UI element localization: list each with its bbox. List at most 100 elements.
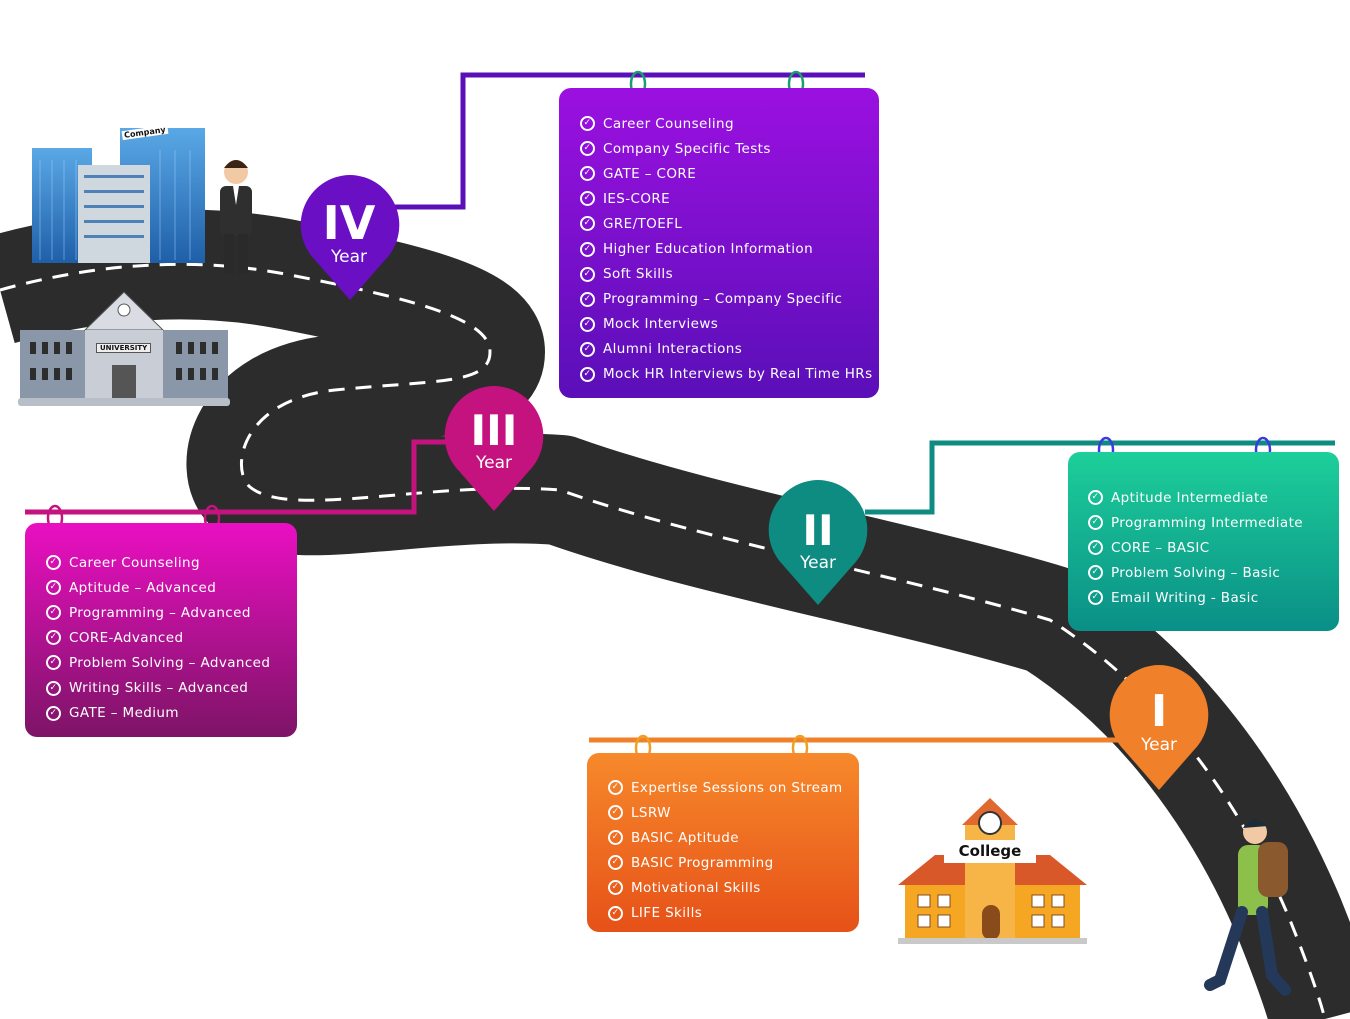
checklist-item-label: Aptitude Intermediate	[1111, 489, 1269, 506]
checklist-item-label: Writing Skills – Advanced	[69, 680, 249, 697]
check-circle-icon: ✓	[46, 680, 61, 696]
check-circle-icon: ✓	[46, 555, 61, 571]
checklist-item-label: Programming – Advanced	[69, 604, 251, 621]
check-circle-icon: ✓	[1088, 590, 1103, 606]
check-circle-icon: ✓	[1088, 540, 1103, 556]
year-iv-card: ✓Career Counseling✓Company Specific Test…	[559, 88, 879, 398]
checklist-item-label: Expertise Sessions on Stream	[631, 779, 843, 796]
year-iii-numeral: III	[470, 406, 518, 455]
check-circle-icon: ✓	[46, 580, 61, 596]
check-circle-icon: ✓	[580, 191, 595, 207]
checklist-item-label: GATE – Medium	[69, 705, 179, 722]
checklist-item: ✓ CORE – BASIC	[1088, 535, 1339, 560]
checklist-item-label: Career Counseling	[69, 554, 200, 571]
checklist-item: ✓ Aptitude – Advanced	[46, 575, 297, 600]
checklist-item: ✓ GATE – CORE	[580, 161, 879, 186]
checklist-item-label: Aptitude – Advanced	[69, 579, 217, 596]
checklist-item-label: LSRW	[631, 804, 671, 821]
checklist-item: ✓ LIFE Skills	[608, 900, 859, 925]
checklist-item-label: LIFE Skills	[631, 905, 703, 922]
checklist-item-label: CORE – BASIC	[1111, 539, 1210, 556]
checklist-item: ✓Programming – Advanced	[46, 600, 297, 625]
year-i-badge: I Year	[1109, 690, 1209, 754]
check-circle-icon: ✓	[580, 316, 595, 332]
checklist-item: ✓ Career Counseling	[580, 111, 879, 136]
check-circle-icon: ✓	[1088, 565, 1103, 581]
check-circle-icon: ✓	[46, 630, 61, 646]
check-circle-icon: ✓	[580, 341, 595, 357]
checklist-item: ✓ GATE – Medium	[46, 701, 297, 726]
check-circle-icon: ✓	[580, 116, 595, 132]
year-iii-card: ✓Career Counseling✓Aptitude – Advanced✓P…	[25, 523, 297, 737]
year-ii-badge: II Year	[768, 510, 868, 572]
year-ii-items: ✓ Aptitude Intermediate ✓ Programming Inter…	[1088, 485, 1339, 610]
check-circle-icon: ✓	[580, 241, 595, 257]
check-circle-icon: ✓	[608, 830, 623, 846]
university-building	[18, 291, 230, 406]
check-circle-icon: ✓	[608, 880, 623, 896]
checklist-item: ✓ LSRW	[608, 800, 859, 825]
checklist-item: ✓ Writing Skills – Advanced	[46, 675, 297, 700]
checklist-item-label: GRE/TOEFL	[603, 215, 683, 232]
university-sign: UNIVERSITY	[96, 343, 152, 353]
checklist-item: ✓Alumni Interactions	[580, 337, 879, 362]
checklist-item: ✓ IES-CORE	[580, 186, 879, 211]
year-i-numeral: I	[1150, 686, 1168, 737]
year-i-card: ✓ Expertise Sessions on Stream ✓ LSRW ✓BASIC…	[587, 753, 859, 932]
check-circle-icon: ✓	[1088, 490, 1103, 506]
checklist-item-label: Mock HR Interviews by Real Time HRs	[603, 366, 873, 383]
year-iii-badge: III Year	[444, 410, 544, 472]
year-ii-numeral: II	[802, 506, 834, 555]
year-iv-numeral: IV	[322, 196, 376, 250]
checklist-item-label: Motivational Skills	[631, 879, 761, 896]
checklist-item: ✓Soft Skills	[580, 262, 879, 287]
checklist-item: ✓Problem Solving – Advanced	[46, 650, 297, 675]
year-ii-card: ✓ Aptitude Intermediate ✓ Programming Inter…	[1068, 452, 1339, 631]
check-circle-icon: ✓	[580, 166, 595, 182]
checklist-item: ✓ Aptitude Intermediate	[1088, 485, 1339, 510]
year-iv-items: ✓Career Counseling✓Company Specific Test…	[580, 111, 879, 387]
checklist-item-label: Email Writing - Basic	[1111, 589, 1259, 606]
checklist-item-label: Higher Education Information	[603, 241, 814, 258]
year-ii-label: Year	[800, 553, 836, 573]
college-sign: College	[944, 840, 1036, 863]
year-iv-label: Year	[331, 247, 367, 267]
check-circle-icon: ✓	[580, 366, 595, 382]
checklist-item-label: Career Counseling	[603, 115, 734, 132]
student-figure	[1204, 819, 1291, 996]
checklist-item-label: Company Specific Tests	[603, 140, 771, 157]
checklist-item-label: Problem Solving – Basic	[1111, 564, 1281, 581]
connectors	[25, 72, 1335, 743]
checklist-item-label: CORE-Advanced	[69, 629, 184, 646]
checklist-item-label: Mock Interviews	[603, 316, 719, 333]
checklist-item-label: Programming Intermediate	[1111, 514, 1303, 531]
year-pins	[300, 175, 1209, 790]
year-i-label: Year	[1141, 735, 1177, 755]
year-i-items: ✓ Expertise Sessions on Stream ✓ LSRW ✓BASIC…	[608, 775, 859, 926]
checklist-item-label: Problem Solving – Advanced	[69, 654, 271, 671]
checklist-item: ✓BASIC Programming	[608, 850, 859, 875]
checklist-item: ✓BASIC Aptitude	[608, 825, 859, 850]
company-buildings	[32, 128, 205, 263]
checklist-item: ✓ Mock Interviews	[580, 312, 879, 337]
checklist-item: ✓ Career Counseling	[46, 550, 297, 575]
check-circle-icon: ✓	[608, 905, 623, 921]
checklist-item: ✓Programming – Company Specific	[580, 287, 879, 312]
check-circle-icon: ✓	[608, 805, 623, 821]
checklist-item: ✓ CORE-Advanced	[46, 625, 297, 650]
checklist-item: ✓ Motivational Skills	[608, 875, 859, 900]
checklist-item-label: GATE – CORE	[603, 165, 697, 182]
checklist-item: ✓Company Specific Tests	[580, 136, 879, 161]
year-iii-items: ✓Career Counseling✓Aptitude – Advanced✓P…	[46, 550, 297, 726]
check-circle-icon: ✓	[608, 855, 623, 871]
year-iv-badge: IV Year	[299, 200, 399, 266]
checklist-item-label: IES-CORE	[603, 190, 671, 207]
checklist-item-label: Soft Skills	[603, 266, 674, 283]
checklist-item: ✓ Programming Intermediate	[1088, 510, 1339, 535]
businessman-figure	[220, 160, 252, 274]
check-circle-icon: ✓	[46, 705, 61, 721]
checklist-item-label: Programming – Company Specific	[603, 291, 843, 308]
check-circle-icon: ✓	[1088, 515, 1103, 531]
checklist-item: ✓ Problem Solving – Basic	[1088, 560, 1339, 585]
